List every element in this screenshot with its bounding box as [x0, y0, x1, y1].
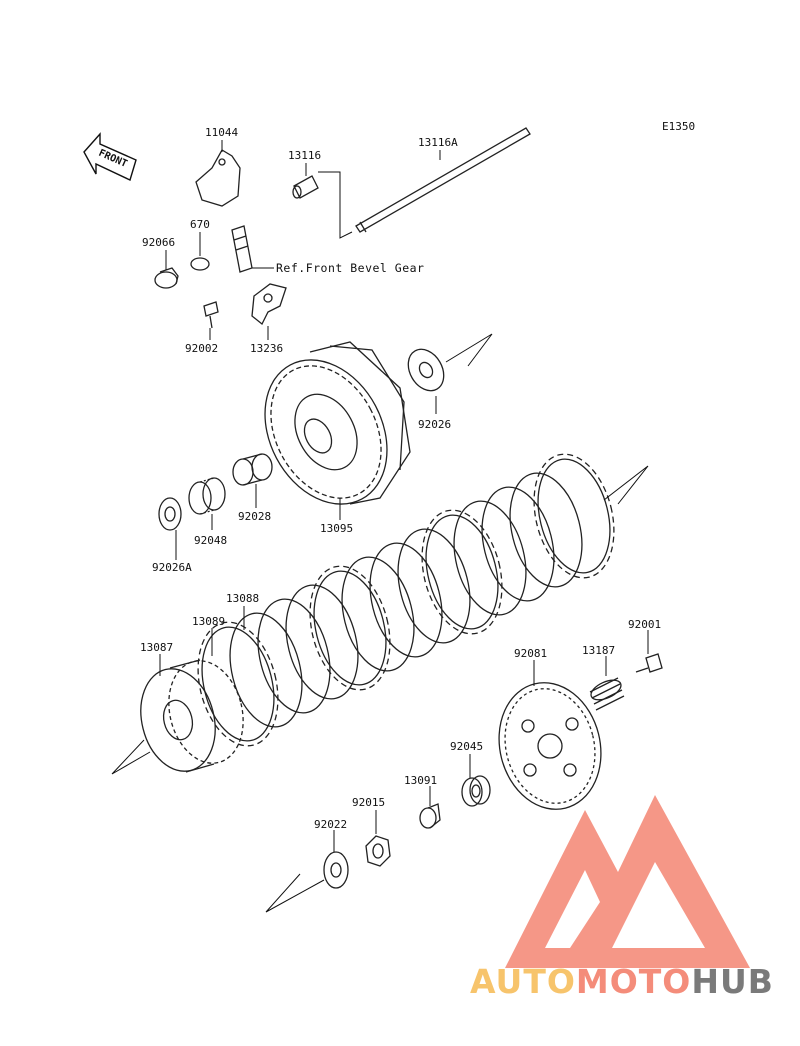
part-label-13088: 13088 [226, 592, 259, 605]
part-label-92048: 92048 [194, 534, 227, 547]
part-label-92022: 92022 [314, 818, 347, 831]
part-label-670: 670 [190, 218, 210, 231]
part-label-92001: 92001 [628, 618, 661, 631]
part-label-13095: 13095 [320, 522, 353, 535]
part-label-92015: 92015 [352, 796, 385, 809]
reference-note: Ref.Front Bevel Gear [276, 261, 424, 275]
part-92081-spring [589, 677, 625, 711]
part-92002-bolt [203, 301, 219, 329]
part-13116-pin [292, 175, 319, 199]
part-label-13116: 13116 [288, 149, 321, 162]
part-92026A-washer [158, 497, 182, 531]
part-bevel-shaft [231, 225, 253, 273]
part-label-13187: 92081 [514, 647, 547, 660]
watermark-logo-text: AUTOMOTOHUB [470, 962, 774, 1001]
part-clutch-plate-stack [197, 453, 615, 747]
part-label-13116A: 13116A [418, 136, 458, 149]
part-label-92066: 92066 [142, 236, 175, 249]
watermark-word-auto: AUTO [470, 962, 576, 1001]
front-arrow-icon: FRONT [83, 132, 137, 181]
part-label-13091: 13091 [404, 774, 437, 787]
part-label-13087: 13087 [140, 641, 173, 654]
part-label-92026A: 92026A [152, 561, 192, 574]
part-670-oring [190, 257, 210, 271]
part-label-92045: 92045 [450, 740, 483, 753]
part-label-13089: 13089 [192, 615, 225, 628]
part-92045-bearing [461, 775, 491, 807]
part-13091-pusher [419, 803, 441, 829]
part-13095-clutch-housing [264, 341, 411, 505]
part-label-11044: 11044 [205, 126, 238, 139]
part-13236-lever [251, 283, 287, 326]
part-92066-plug [154, 267, 179, 289]
part-92015-nut [365, 835, 391, 867]
part-label-92028: 92028 [238, 510, 271, 523]
diagram-code: E1350 [662, 120, 695, 133]
watermark-word-hub: HUB [691, 962, 774, 1001]
watermark-logo-icon [505, 795, 750, 968]
part-92001-bolt [635, 653, 663, 673]
part-label-13236: 13236 [250, 342, 283, 355]
part-13116A-rod [355, 127, 531, 233]
part-92022-washer [323, 851, 349, 889]
part-92028-sleeve [232, 453, 273, 486]
part-13087-clutch-hub [140, 659, 244, 773]
part-13187-pressure-plate [498, 682, 602, 810]
part-label-92026: 92026 [418, 418, 451, 431]
part-92048-needle-bearing [188, 477, 226, 515]
part-label-92081: 13187 [582, 644, 615, 657]
part-11044-cover [195, 149, 241, 207]
part-label-92002: 92002 [185, 342, 218, 355]
watermark-word-moto: MOTO [575, 962, 692, 1001]
part-92026-washer [407, 348, 445, 392]
